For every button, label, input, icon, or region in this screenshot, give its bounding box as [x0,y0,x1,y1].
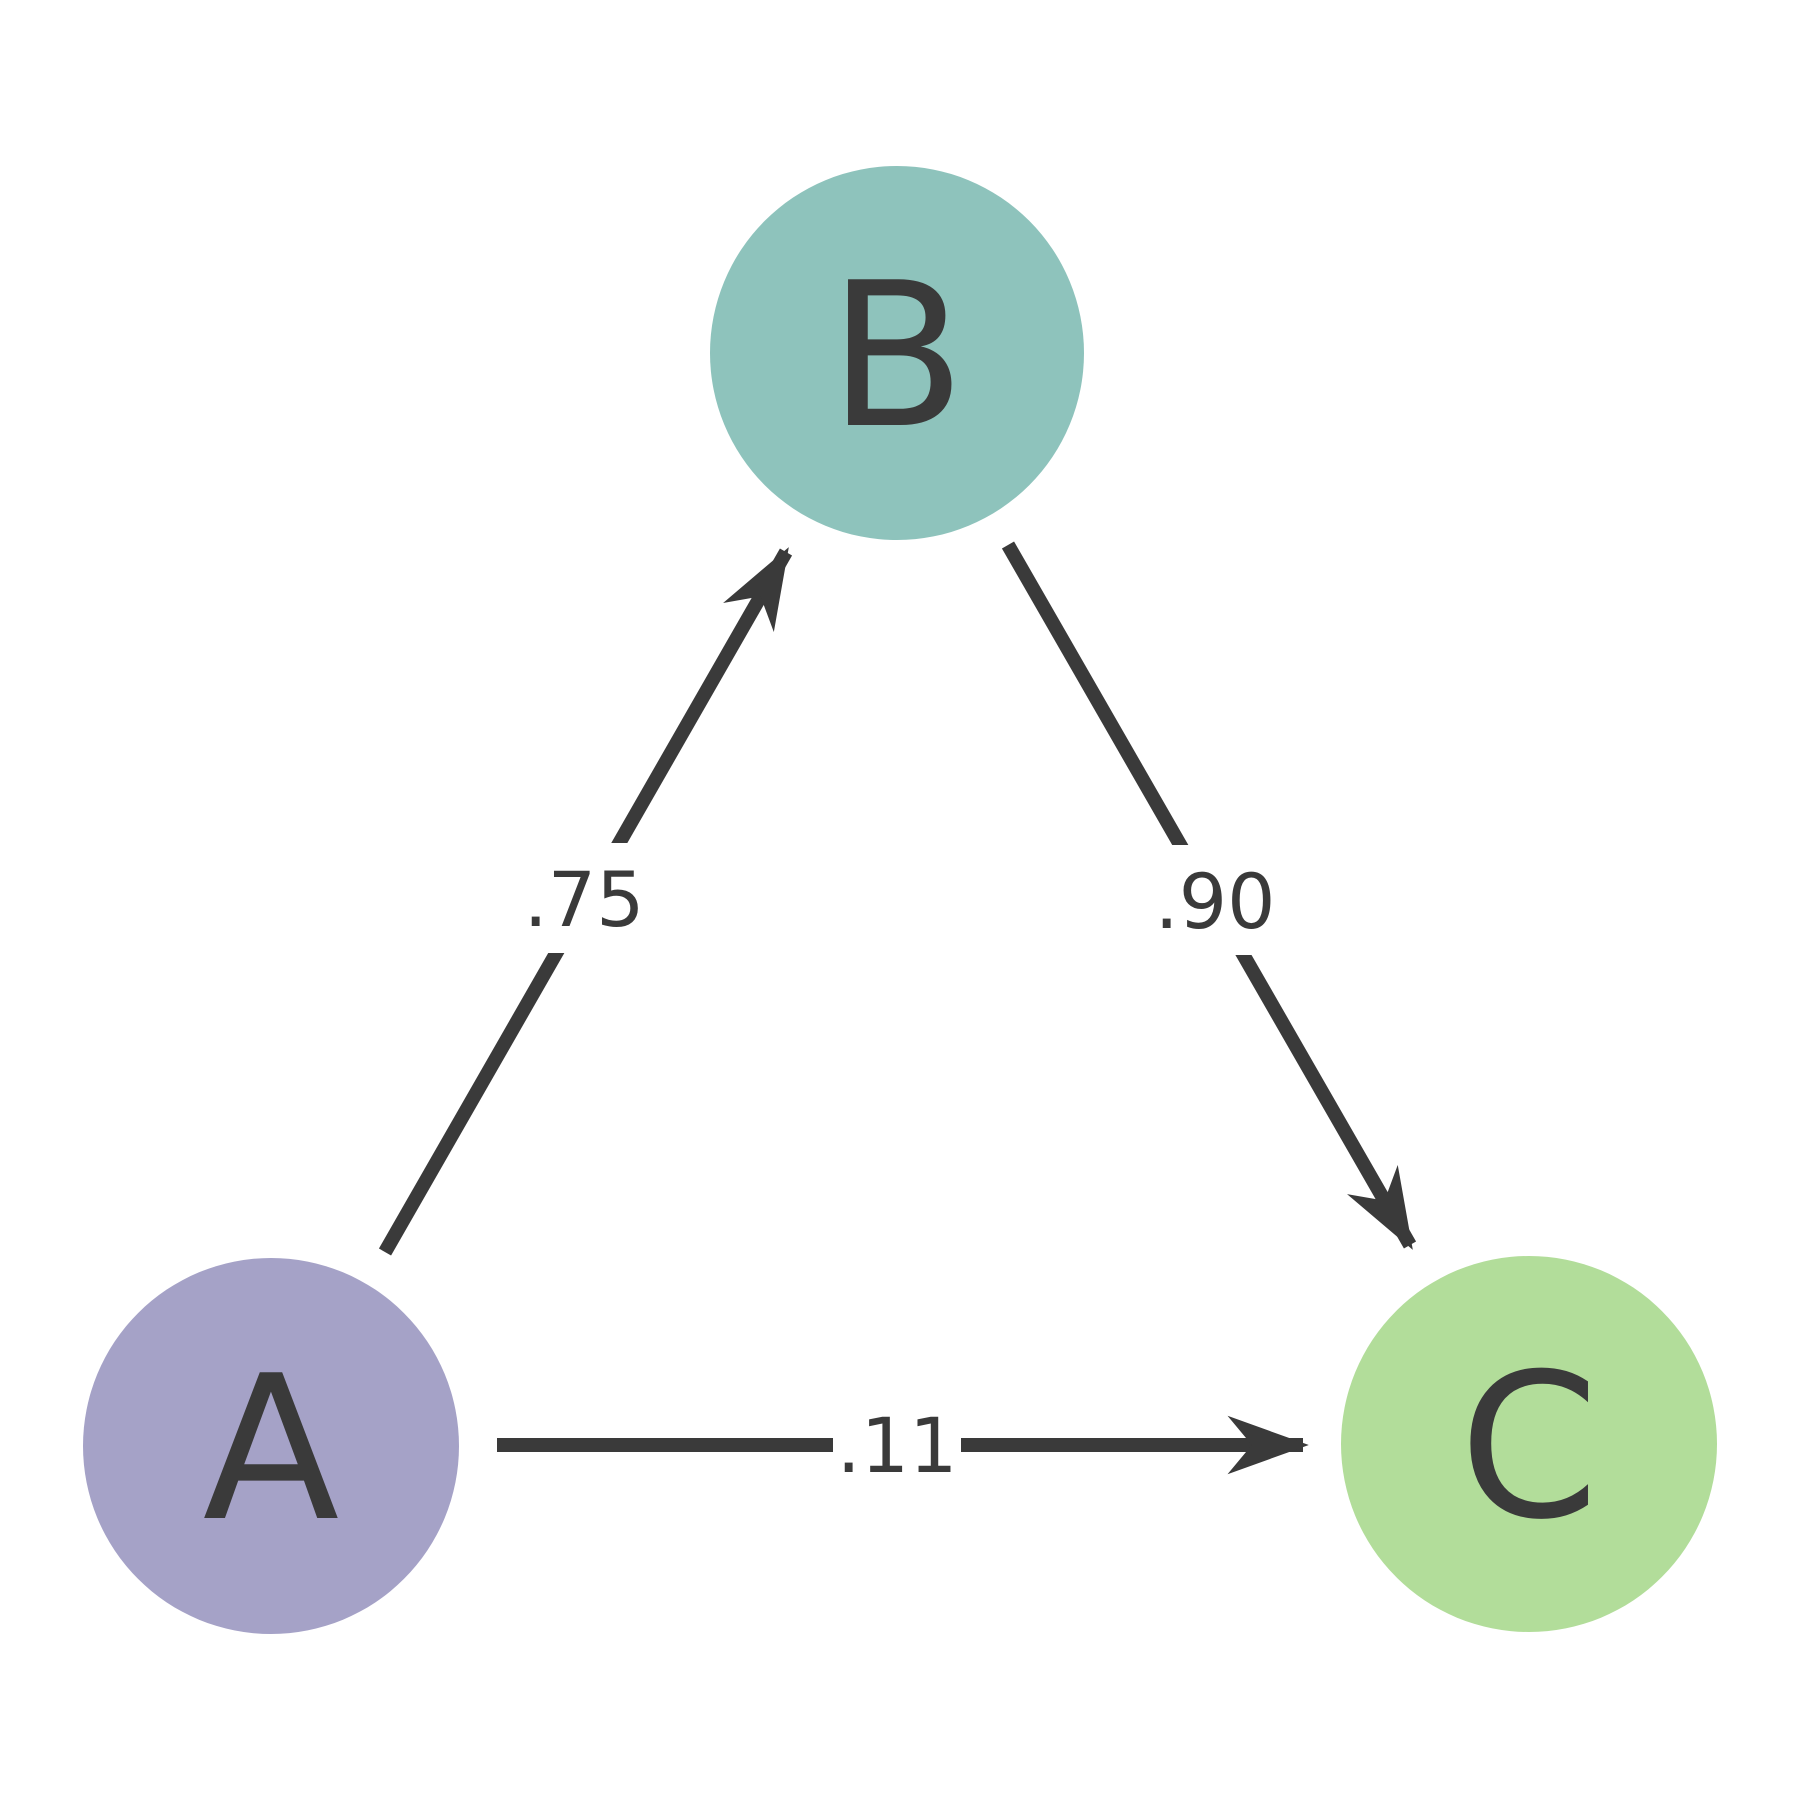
edge-a-b-weight-label: .75 [524,855,645,944]
edge-a-c-weight-label: .11 [837,1401,958,1490]
node-b-label: B [828,240,965,473]
node-a: A [83,1258,459,1634]
node-a-label: A [203,1333,340,1566]
node-c-circle [1341,1256,1717,1632]
node-b: B [710,166,1084,540]
edge-a-b-label-halo [518,843,650,953]
node-c: C [1341,1256,1717,1632]
edge-a-c-label-halo [833,1402,961,1486]
edge-b-c-label-halo [1149,845,1281,955]
node-a-circle [83,1258,459,1634]
node-b-circle [710,166,1084,540]
edge-b-c-weight-label: .90 [1155,857,1276,946]
node-c-label: C [1459,1331,1599,1564]
